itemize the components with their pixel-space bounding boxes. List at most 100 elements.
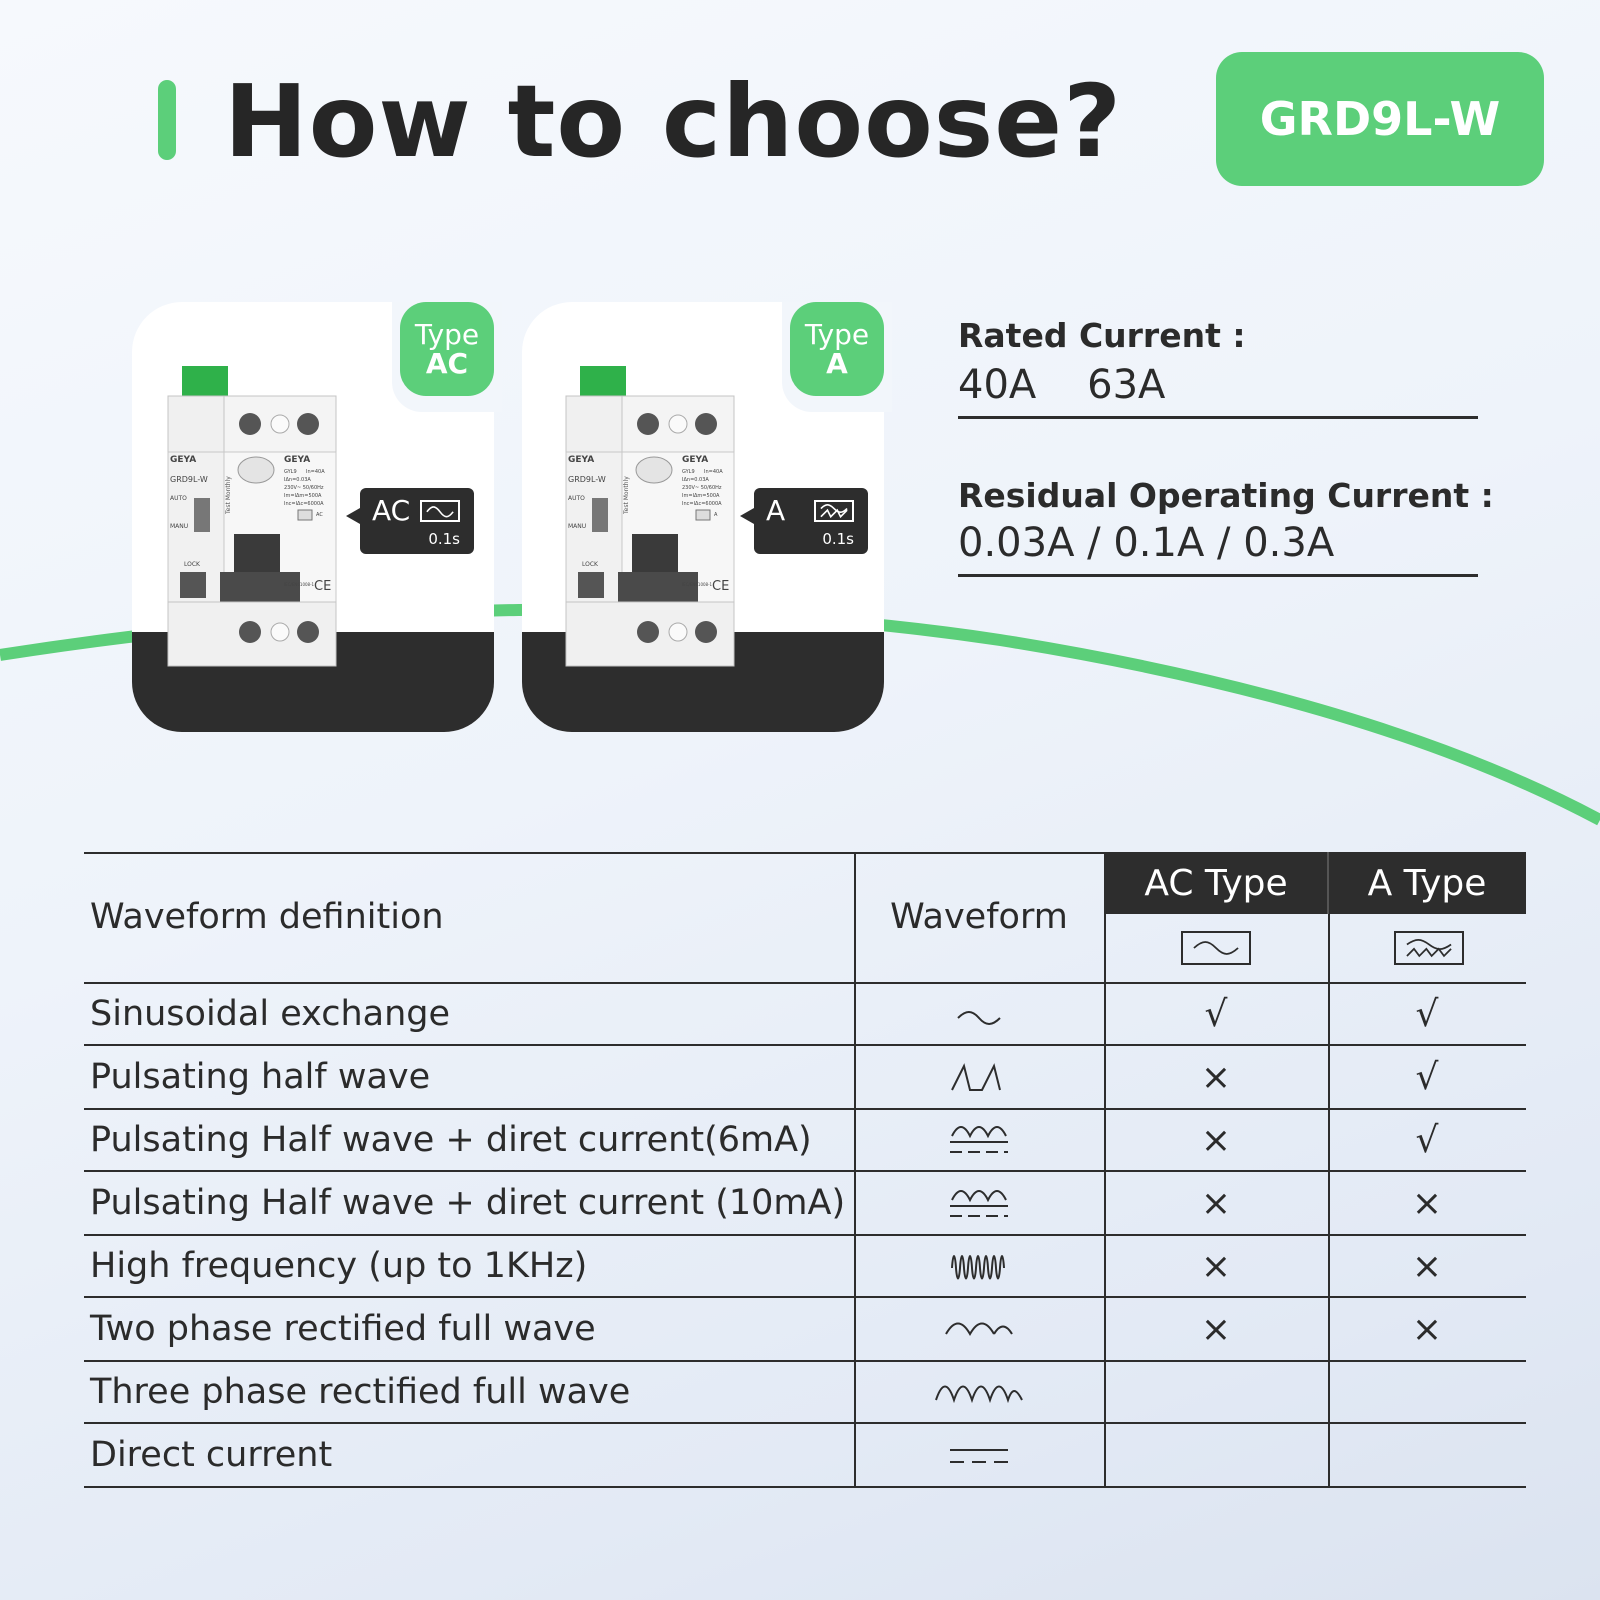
breaker-im-text: Im=IΔm=500A	[284, 493, 322, 499]
sine-wave-icon	[957, 1011, 1001, 1025]
table-row-divider	[84, 1108, 1526, 1110]
breaker-residual-text: IΔn=0.03A	[682, 477, 709, 483]
breaker-brand-text: GEYA	[568, 455, 594, 465]
direct-current-icon	[950, 1449, 1008, 1463]
a-type-support	[1328, 1424, 1526, 1486]
residual-current-values: 0.03A / 0.1A / 0.3A	[958, 520, 1335, 566]
breaker-residual-text: IΔn=0.03A	[284, 477, 311, 483]
breaker-test-text: Test Monthly	[623, 476, 630, 515]
table-column-divider	[1104, 914, 1106, 1488]
breaker-rating-text: In=40A	[704, 469, 723, 475]
breaker-model-text: GRD9L-W	[568, 475, 606, 484]
waveform-header: Waveform	[890, 897, 1068, 937]
model-badge: GRD9L-W	[1216, 52, 1544, 186]
breaker-brand-text: GEYA	[284, 455, 310, 465]
half-wave-dc-icon	[950, 1190, 1008, 1217]
two-phase-wave-icon	[945, 1322, 1013, 1337]
three-phase-wave-icon	[935, 1385, 1023, 1404]
page-title: How to choose?	[224, 63, 1123, 180]
ac-type-support: ×	[1200, 1308, 1232, 1350]
table-row-divider	[84, 1422, 1526, 1424]
callout-type-a: A 0.1s	[754, 488, 868, 554]
a-type-support: ×	[1411, 1245, 1443, 1287]
breaker-model-text: GRD9L-W	[170, 475, 208, 484]
breaker-voltage-text: 230V~ 50/60Hz	[682, 485, 722, 491]
breaker-test-text: Test Monthly	[225, 476, 232, 515]
definition-header: Waveform definition	[90, 897, 444, 937]
breaker-brand-text: GEYA	[170, 455, 196, 465]
table-row-definition: High frequency (up to 1KHz)	[90, 1246, 588, 1286]
breaker-type-mark: A	[714, 512, 718, 518]
waveform-comparison-table: AC Type A Type Waveform definition Wavef…	[84, 852, 1526, 1488]
callout-label: AC	[372, 494, 411, 527]
ac-type-support	[1104, 1362, 1328, 1422]
a-type-header: A Type	[1328, 852, 1526, 914]
sine-wave-icon	[1181, 931, 1251, 965]
sine-wave-icon	[420, 500, 460, 522]
breaker-manu-text: MANU	[170, 523, 188, 530]
breaker-type-mark: AC	[316, 512, 323, 518]
a-type-support: √	[1415, 1056, 1439, 1098]
a-type-support: √	[1415, 1119, 1439, 1161]
breaker-standard-text: IEC/EN61008-1	[284, 582, 315, 587]
ce-mark: CE	[314, 579, 331, 594]
pulsating-wave-icon	[814, 500, 854, 522]
table-row-divider	[84, 982, 1526, 984]
table-row-divider	[84, 1360, 1526, 1362]
breaker-manu-text: MANU	[568, 523, 586, 530]
table-row-definition: Two phase rectified full wave	[90, 1309, 596, 1349]
table-row-definition: Pulsating Half wave + diret current (10m…	[90, 1183, 846, 1223]
table-row-definition: Pulsating Half wave + diret current(6mA)	[90, 1120, 812, 1160]
ac-type-support: ×	[1200, 1245, 1232, 1287]
table-row-definition: Direct current	[90, 1435, 333, 1475]
ac-type-support: ×	[1200, 1182, 1232, 1224]
ac-type-support: ×	[1200, 1119, 1232, 1161]
residual-current-label: Residual Operating Current :	[958, 476, 1494, 515]
type-tag-label: Type	[414, 317, 480, 351]
table-row-divider	[84, 1170, 1526, 1172]
rated-current-values: 40A 63A	[958, 362, 1166, 408]
type-tag-label: Type	[804, 317, 870, 351]
half-wave-icon	[951, 1063, 1001, 1091]
type-tag-value: A	[826, 347, 848, 380]
breaker-series-text: GYL9	[284, 469, 297, 475]
breaker-lock-text: LOCK	[184, 561, 201, 568]
a-type-support: √	[1415, 993, 1439, 1035]
spec-divider	[958, 574, 1478, 577]
type-tag-ac: Type AC	[400, 302, 494, 396]
breaker-series-text: GYL9	[682, 469, 695, 475]
table-row-definition: Three phase rectified full wave	[90, 1372, 631, 1412]
a-type-support: ×	[1411, 1182, 1443, 1224]
breaker-inc-text: Inc=IΔc=6000A	[682, 501, 722, 507]
type-tag-a: Type A	[790, 302, 884, 396]
table-row-divider	[84, 1234, 1526, 1236]
callout-trip-time: 0.1s	[822, 530, 854, 548]
ac-type-header: AC Type	[1104, 852, 1328, 914]
table-row-divider	[84, 1296, 1526, 1298]
title-accent-bar	[158, 80, 176, 160]
breaker-brand-text: GEYA	[682, 455, 708, 465]
breaker-voltage-text: 230V~ 50/60Hz	[284, 485, 324, 491]
table-border	[84, 852, 1104, 854]
pulsating-wave-icon	[1394, 931, 1464, 965]
callout-pointer	[740, 508, 754, 524]
callout-label: A	[766, 494, 786, 527]
table-row-definition: Pulsating half wave	[90, 1057, 431, 1097]
table-column-divider	[1328, 914, 1330, 1488]
breaker-lock-text: LOCK	[582, 561, 599, 568]
table-border	[84, 1486, 1526, 1488]
a-type-support	[1328, 1362, 1526, 1422]
table-row-divider	[84, 1044, 1526, 1046]
table-row-definition: Sinusoidal exchange	[90, 994, 451, 1034]
breaker-standard-text: IEC/EN61008-1	[682, 582, 713, 587]
ac-type-support: √	[1204, 993, 1228, 1035]
breaker-auto-text: AUTO	[568, 495, 585, 502]
rcbo-breaker-image: GEYA GRD9L-W AUTO MANU LOCK Test Monthly…	[565, 366, 735, 667]
ac-type-support	[1104, 1424, 1328, 1486]
callout-type-ac: AC 0.1s	[360, 488, 474, 554]
ac-type-support: ×	[1200, 1056, 1232, 1098]
breaker-auto-text: AUTO	[170, 495, 187, 502]
breaker-rating-text: In=40A	[306, 469, 325, 475]
spec-divider	[958, 416, 1478, 419]
callout-trip-time: 0.1s	[428, 530, 460, 548]
